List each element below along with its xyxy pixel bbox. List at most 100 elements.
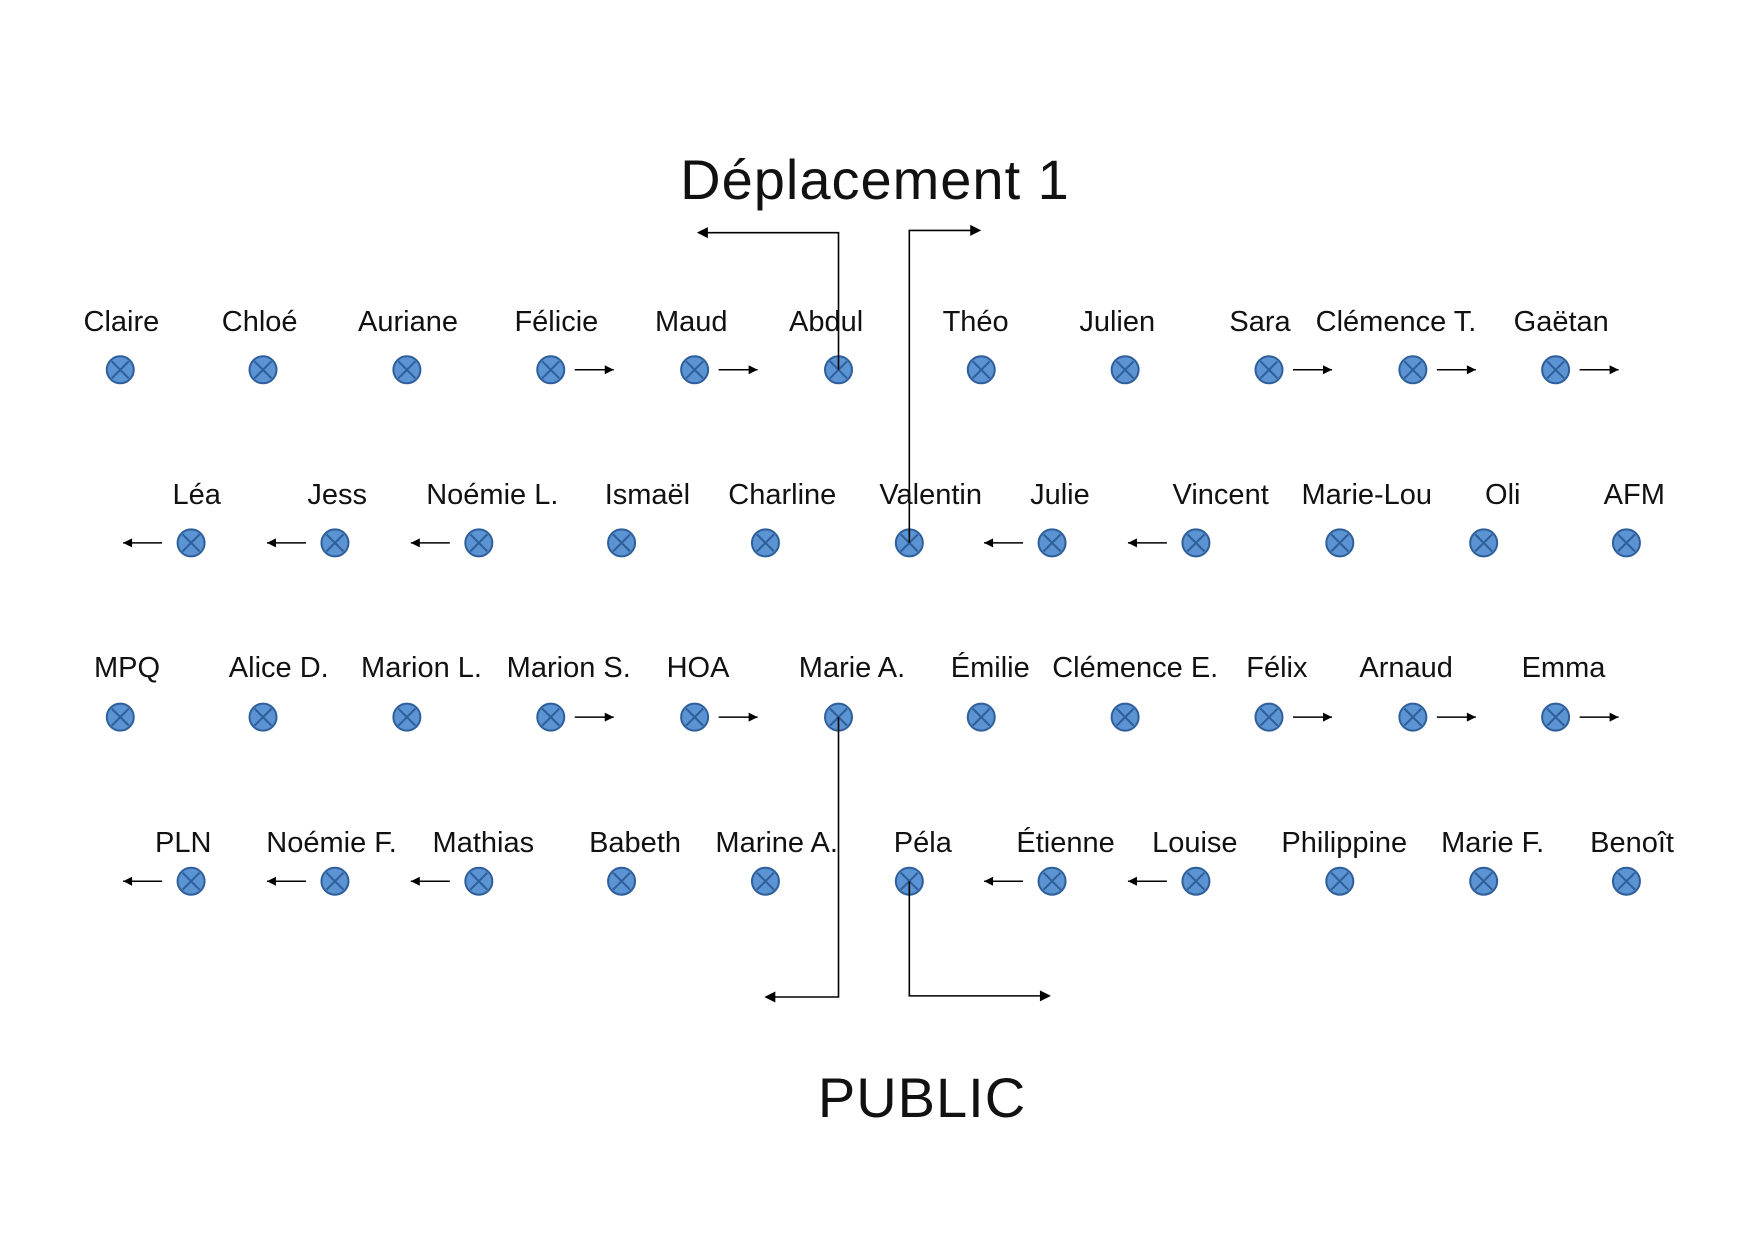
performer-name-label: Emma	[1521, 651, 1606, 684]
marker-cross-stroke	[1474, 872, 1493, 891]
marker-cross-stroke	[181, 533, 201, 553]
move-right-arrow-head	[1322, 712, 1332, 722]
marker-cross-stroke	[397, 707, 417, 727]
marker-cross-stroke	[469, 872, 489, 891]
performer-name-label: Léa	[172, 478, 221, 511]
marker-cross-stroke	[181, 872, 201, 891]
performer-name-label: Marion S.	[506, 651, 631, 684]
diagram-title: Déplacement 1	[680, 148, 1070, 211]
performer-name-label: Valentin	[879, 478, 982, 511]
performer-name-label: MPQ	[93, 651, 161, 684]
marker-cross-stroke	[756, 872, 775, 891]
marker-cross-stroke	[1330, 533, 1350, 553]
performer-name-label: Marie-Lou	[1301, 478, 1433, 511]
move-left-arrow-head	[1127, 538, 1137, 548]
marker-cross-stroke	[253, 707, 273, 727]
marker-cross-stroke	[1042, 872, 1062, 891]
marker-cross-stroke	[1259, 707, 1279, 727]
performer-name-label: Noémie F.	[266, 827, 397, 860]
move-right-arrow-head	[1609, 365, 1619, 375]
marker-cross-stroke	[253, 360, 273, 380]
marker-cross-stroke	[325, 872, 345, 891]
performer-name-label: Philippine	[1281, 827, 1408, 860]
performer-name-label: Félix	[1246, 651, 1308, 684]
move-right-arrow-head	[604, 365, 614, 375]
marker-cross-stroke	[612, 533, 631, 553]
performer-name-label: Étienne	[1016, 827, 1115, 860]
performer-name-label: Abdul	[789, 305, 864, 338]
marker-cross-stroke	[1186, 533, 1206, 553]
performer-name-label: Alice D.	[228, 651, 329, 684]
performer-name-label: Théo	[942, 305, 1009, 338]
exit-arrow-bottom-right	[1039, 990, 1051, 1002]
marker-cross-stroke	[469, 533, 489, 553]
exit-path-bottom-left	[773, 717, 840, 998]
performer-name-label: Péla	[893, 827, 952, 860]
marker-cross-stroke	[111, 360, 130, 380]
marker-cross-stroke	[1259, 360, 1279, 380]
performer-name-label: Arnaud	[1359, 651, 1453, 684]
move-left-arrow-head	[984, 876, 994, 886]
marker-cross-stroke	[541, 707, 560, 727]
marker-cross-stroke	[685, 360, 704, 380]
move-left-arrow-head	[266, 876, 276, 886]
marker-cross-stroke	[756, 533, 775, 553]
performer-name-label: PLN	[154, 827, 212, 860]
performer-name-label: Noémie L.	[426, 478, 559, 511]
performer-name-label: Marie F.	[1441, 827, 1545, 860]
exit-path-top-right	[908, 229, 973, 543]
marker-cross-stroke	[1042, 533, 1062, 553]
move-left-arrow-head	[123, 876, 133, 886]
performer-name-label: Chloé	[221, 305, 298, 338]
exit-arrow-top-left	[696, 227, 708, 239]
performer-name-label: Félicie	[514, 305, 599, 338]
performer-name-label: Marie A.	[798, 651, 906, 684]
performer-name-label: Clémence E.	[1052, 651, 1219, 684]
move-right-arrow-head	[1609, 712, 1619, 722]
performer-name-label: Émilie	[950, 651, 1030, 684]
marker-cross-stroke	[1546, 360, 1565, 380]
marker-cross-stroke	[1403, 360, 1423, 380]
exit-path-top-left	[704, 231, 840, 370]
marker-cross-stroke	[685, 707, 704, 727]
marker-cross-stroke	[111, 707, 130, 727]
performer-name-label: AFM	[1603, 478, 1665, 511]
performer-name-label: Gaëtan	[1513, 305, 1609, 338]
exit-arrow-bottom-left	[764, 991, 776, 1003]
marker-cross-stroke	[1546, 707, 1565, 727]
performer-name-label: Maud	[654, 305, 728, 338]
marker-cross-stroke	[1115, 707, 1135, 727]
move-left-arrow-head	[410, 538, 420, 548]
marker-cross-stroke	[1617, 533, 1636, 553]
move-right-arrow-head	[1466, 712, 1476, 722]
performer-name-label: Auriane	[358, 305, 458, 338]
performer-name-label: Julien	[1079, 305, 1156, 338]
move-right-arrow-head	[1322, 365, 1332, 375]
marker-cross-stroke	[1403, 707, 1423, 727]
marker-cross-stroke	[1115, 360, 1135, 380]
marker-cross-stroke	[397, 360, 417, 380]
marker-cross-stroke	[1474, 533, 1493, 553]
move-right-arrow-head	[604, 712, 614, 722]
marker-cross-stroke	[1330, 872, 1350, 891]
marker-cross-stroke	[972, 707, 991, 727]
marker-cross-stroke	[1186, 872, 1206, 891]
move-left-arrow-head	[266, 538, 276, 548]
marker-cross-stroke	[541, 360, 560, 380]
performer-name-label: Ismaël	[604, 478, 691, 511]
exit-path-bottom-right	[908, 881, 1042, 997]
performer-name-label: HOA	[666, 651, 730, 684]
performer-name-label: Marine A.	[715, 827, 838, 860]
performer-name-label: Sara	[1229, 305, 1291, 338]
exit-arrow-top-right	[970, 224, 982, 236]
performer-name-label: Oli	[1485, 478, 1521, 511]
performer-name-label: Louise	[1152, 827, 1238, 860]
move-right-arrow-head	[748, 365, 758, 375]
marker-cross-stroke	[325, 533, 345, 553]
performer-name-label: Mathias	[432, 827, 535, 860]
performer-name-label: Julie	[1030, 478, 1090, 511]
performer-name-label: Jess	[307, 478, 368, 511]
performer-name-label: Babeth	[589, 827, 682, 860]
